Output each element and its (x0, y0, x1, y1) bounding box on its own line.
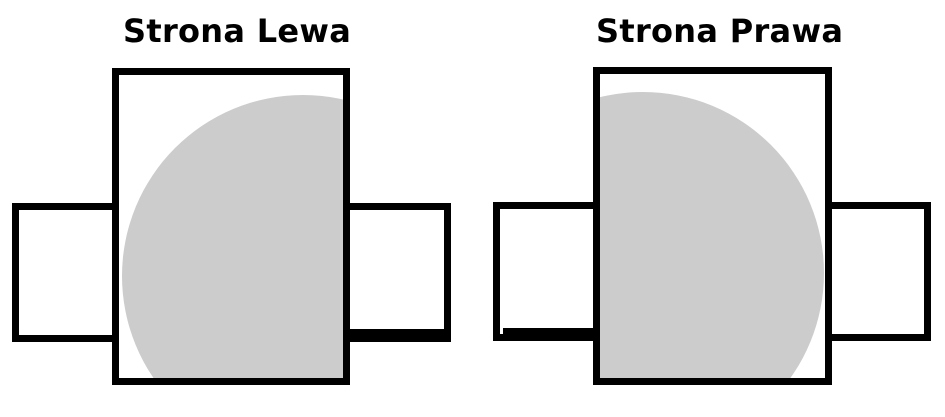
threshold-right (503, 328, 593, 336)
door-swing-area-right (600, 92, 824, 378)
main-frame-right (593, 67, 832, 385)
side-box-left-left (12, 203, 119, 342)
threshold-left (350, 329, 444, 336)
diagram-left (12, 68, 451, 385)
side-box-right-right (825, 202, 931, 341)
side-box-right-left (493, 202, 600, 341)
panel-title-right: Strona Prawa (596, 12, 844, 50)
diagram-right (493, 67, 931, 385)
side-box-left-right (343, 203, 451, 342)
door-swing-area-left (122, 95, 343, 378)
panel-title-left: Strona Lewa (123, 12, 352, 50)
main-frame-left (112, 68, 350, 385)
